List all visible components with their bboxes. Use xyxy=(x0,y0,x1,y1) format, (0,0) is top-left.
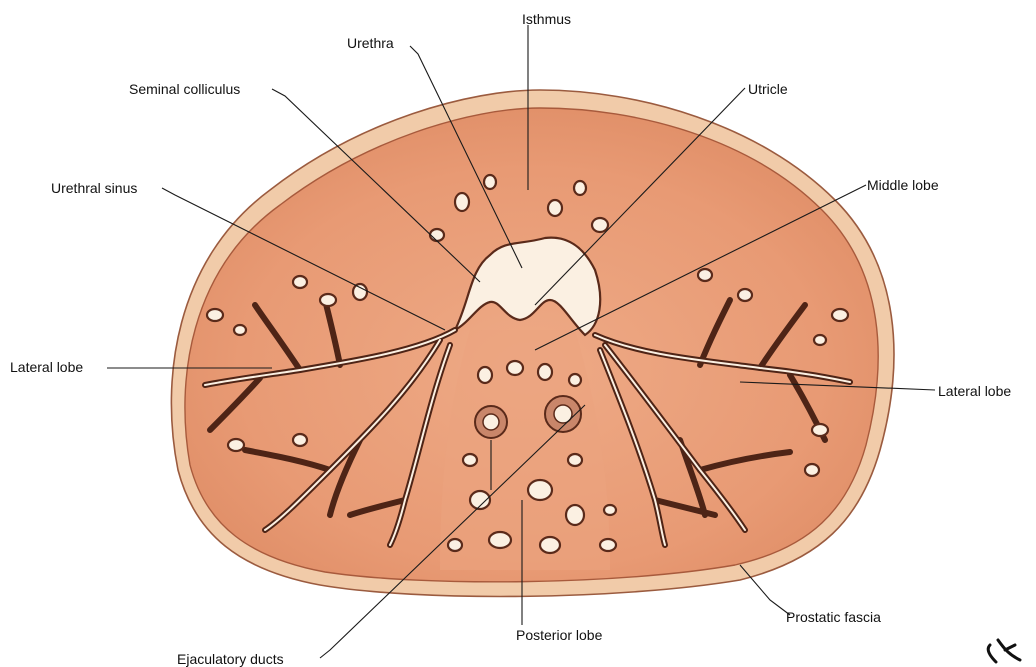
label-prostatic-fascia: Prostatic fascia xyxy=(786,609,881,625)
label-utricle: Utricle xyxy=(748,81,788,97)
label-urethra: Urethra xyxy=(347,35,394,51)
label-isthmus: Isthmus xyxy=(522,11,571,27)
label-middle-lobe: Middle lobe xyxy=(867,177,939,193)
label-seminal-colliculus: Seminal colliculus xyxy=(129,81,240,97)
label-lateral-lobe-left: Lateral lobe xyxy=(10,359,83,375)
corner-mark xyxy=(988,640,1020,662)
posterior-region-shape xyxy=(440,330,610,570)
label-posterior-lobe: Posterior lobe xyxy=(516,627,603,643)
label-ejaculatory-ducts: Ejaculatory ducts xyxy=(177,651,284,667)
label-lateral-lobe-right: Lateral lobe xyxy=(938,383,1011,399)
label-urethral-sinus: Urethral sinus xyxy=(51,180,137,196)
